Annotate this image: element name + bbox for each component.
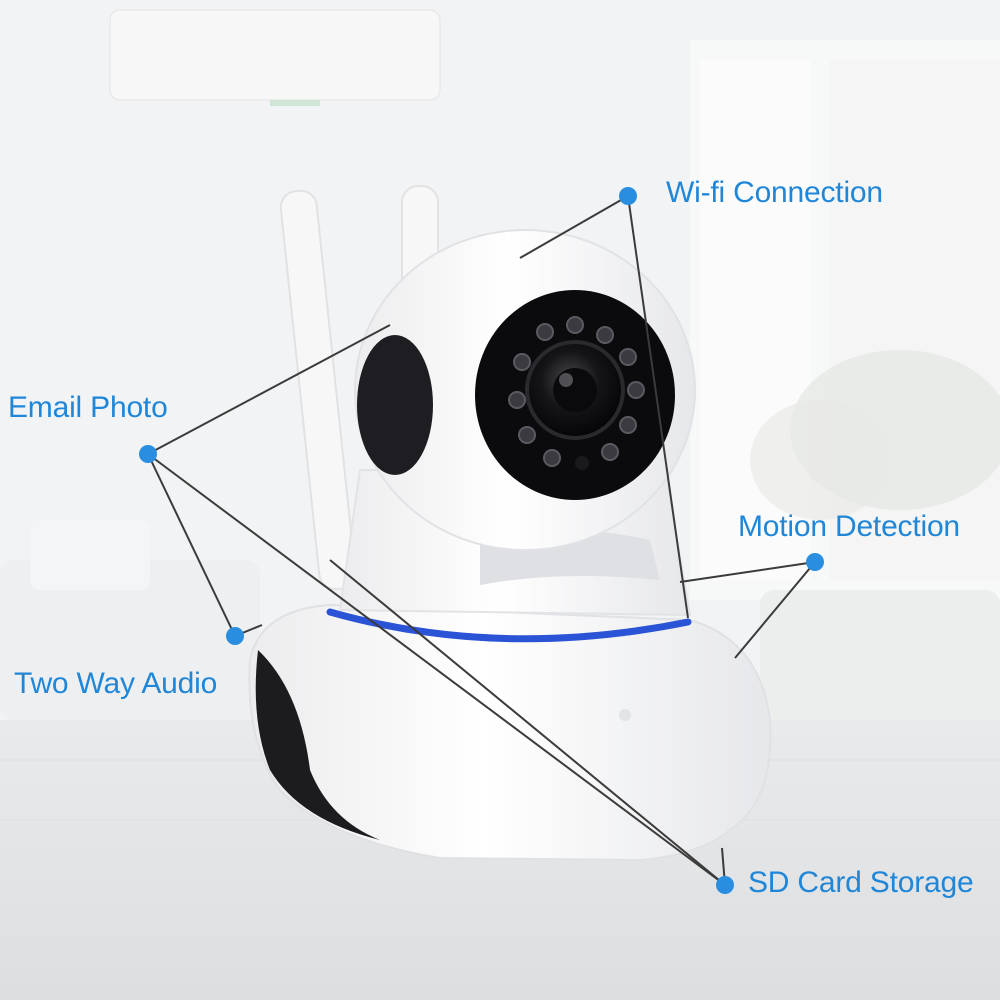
email-dot: [139, 445, 157, 463]
feature-label-wifi: Wi-fi Connection: [666, 176, 883, 209]
camera-head: [354, 229, 696, 551]
wifi-dot: [619, 187, 637, 205]
feature-label-audio: Two Way Audio: [14, 667, 218, 700]
motion-dot: [806, 553, 824, 571]
sd-dot: [716, 876, 734, 894]
feature-label-motion: Motion Detection: [738, 510, 960, 543]
audio-dot: [226, 627, 244, 645]
connector-lines: [147, 195, 816, 886]
feature-label-email: Email Photo: [8, 391, 168, 424]
camera-base: [248, 603, 772, 862]
anchor-dots: [139, 187, 824, 894]
feature-label-sd: SD Card Storage: [748, 866, 974, 899]
